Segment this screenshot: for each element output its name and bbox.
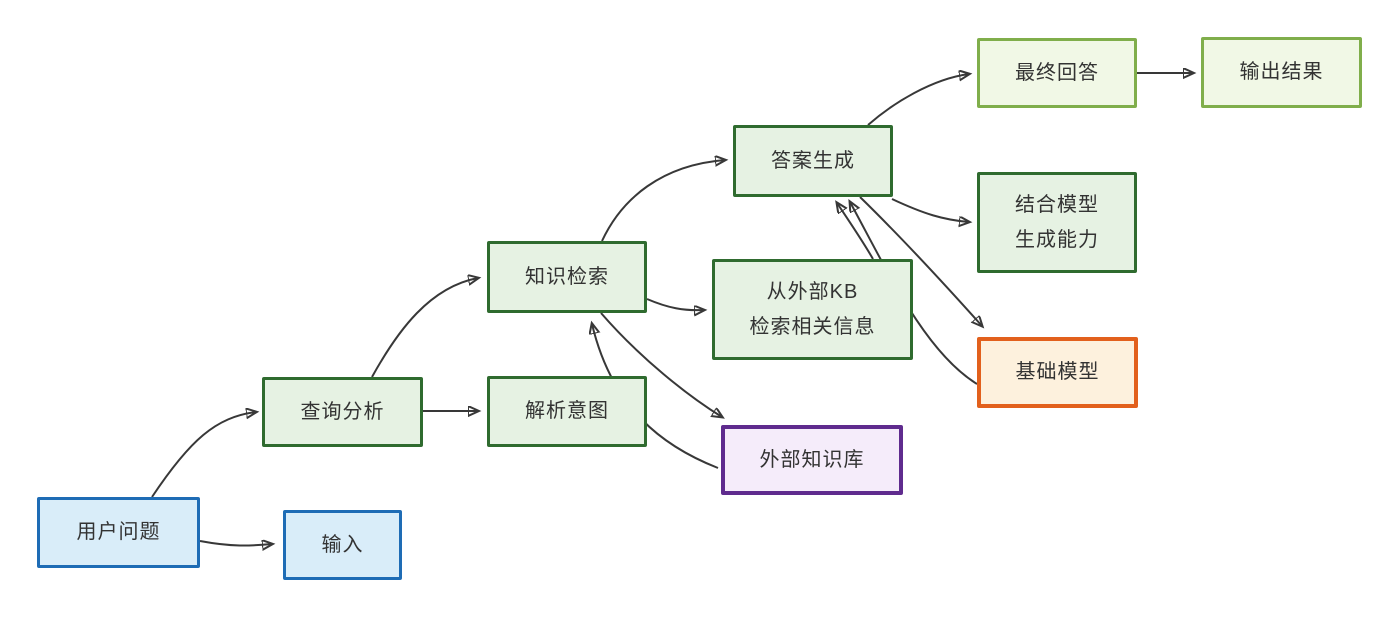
edge-kb-retrieve-info-to-answer-generation — [837, 203, 874, 260]
node-external-kb: 外部知识库 — [721, 425, 903, 495]
node-user-question-label: 用户问题 — [76, 521, 161, 543]
node-external-kb-label: 外部知识库 — [759, 448, 865, 471]
edge-knowledge-retrieval-to-external-kb — [600, 312, 722, 417]
node-knowledge-retrieval-label: 知识检索 — [525, 265, 609, 288]
node-query-analysis: 查询分析 — [262, 377, 423, 447]
node-kb-retrieve-info: 从外部KB 检索相关信息 — [712, 259, 913, 360]
node-input: 输入 — [283, 510, 402, 580]
node-knowledge-retrieval: 知识检索 — [487, 241, 647, 313]
node-kb-retrieve-info-label: 从外部KB 检索相关信息 — [749, 280, 876, 338]
edge-user-question-to-query-analysis — [151, 412, 256, 498]
edge-answer-generation-to-combine-model — [891, 198, 969, 222]
node-answer-generation: 答案生成 — [733, 125, 893, 197]
node-combine-model-ability: 结合模型 生成能力 — [977, 172, 1137, 273]
node-answer-generation-label: 答案生成 — [771, 149, 855, 172]
edge-answer-generation-to-final-answer — [867, 74, 969, 126]
node-base-model-label: 基础模型 — [1015, 361, 1100, 383]
node-final-answer: 最终回答 — [977, 38, 1137, 108]
edge-query-analysis-to-knowledge-retrieval — [371, 278, 478, 378]
node-output-result-label: 输出结果 — [1239, 61, 1324, 83]
node-parse-intent-label: 解析意图 — [525, 400, 609, 422]
edge-user-question-to-input — [199, 541, 272, 546]
node-parse-intent: 解析意图 — [487, 376, 647, 447]
node-base-model: 基础模型 — [977, 337, 1138, 408]
node-combine-model-ability-label: 结合模型 生成能力 — [1015, 193, 1099, 251]
edge-answer-generation-to-base-model — [859, 196, 982, 326]
node-output-result: 输出结果 — [1201, 37, 1362, 108]
node-user-question: 用户问题 — [37, 497, 200, 568]
node-input-label: 输入 — [321, 533, 364, 556]
node-final-answer-label: 最终回答 — [1015, 61, 1099, 84]
edge-knowledge-retrieval-to-kb-retrieve-info — [646, 298, 704, 310]
edge-knowledge-retrieval-to-answer-generation — [601, 160, 725, 242]
node-query-analysis-label: 查询分析 — [300, 400, 385, 423]
